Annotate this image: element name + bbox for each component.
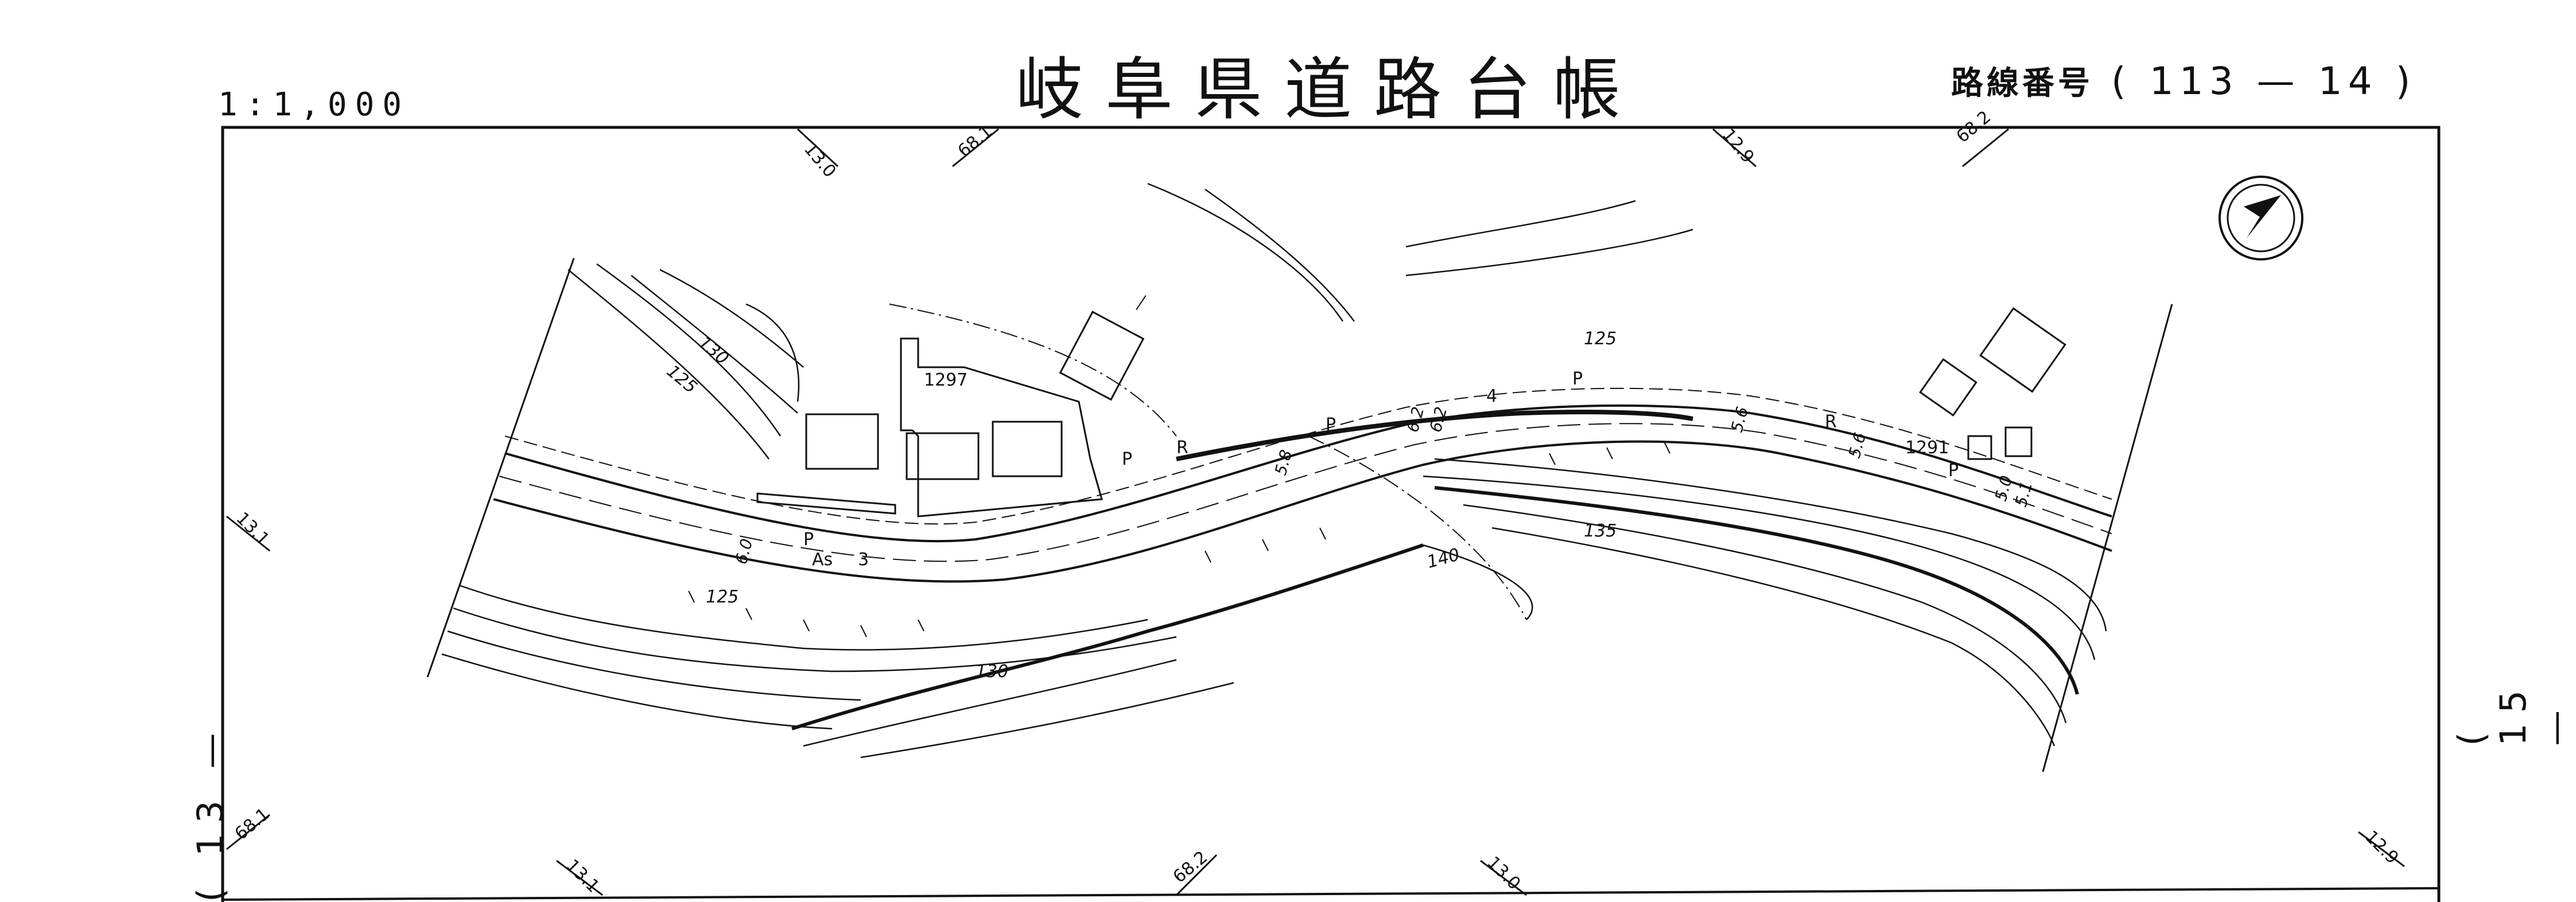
surface-type: As — [812, 550, 833, 570]
contour-label: 125 — [663, 361, 701, 398]
road-width: 6.2 — [1426, 405, 1451, 434]
contour-major — [1434, 486, 2079, 695]
north-arrow-icon — [2218, 176, 2303, 261]
lane-count: 4 — [1486, 386, 1497, 406]
grid-labels: 13.0 68.1 12.9 68.2 13.1 68.1 13.1 68.2 … — [231, 107, 2403, 897]
parcel-number: 1297 — [924, 370, 968, 390]
contour-label: 140 — [1425, 545, 1462, 573]
contour-labels: 130 125 135 140 125 130 125 — [663, 329, 1617, 682]
map-label: P — [1948, 461, 1959, 481]
map-label: R — [1176, 438, 1188, 458]
contour-label: 130 — [976, 662, 1008, 682]
road-width: 6.0 — [732, 536, 756, 566]
route-number-value: 113 — 14 — [2149, 59, 2378, 103]
building — [1979, 307, 2066, 393]
contour-label: 125 — [706, 587, 739, 607]
road-width: 6.2 — [1403, 405, 1428, 434]
building — [1967, 435, 1992, 460]
contour-label: 130 — [694, 332, 732, 369]
contour-label: 125 — [1584, 329, 1617, 349]
land-parcel — [900, 337, 1103, 518]
road-shoulder — [504, 387, 2112, 525]
adjacent-sheet-right: ( 15 — — [2450, 680, 2576, 746]
contour-lines — [441, 182, 2107, 759]
grid-label: 68.2 — [1953, 107, 1995, 147]
map-label: R — [1825, 412, 1837, 432]
building — [805, 413, 879, 470]
map-scale: 1:1,000 — [218, 86, 410, 123]
building — [906, 432, 980, 480]
road-center — [499, 423, 2112, 562]
survey-boundary — [426, 258, 2173, 772]
slope-hatching — [688, 441, 1670, 637]
road-map: 13.0 68.1 12.9 68.2 13.1 68.1 13.1 68.2 … — [221, 107, 2441, 902]
grid-label: 13.0 — [1483, 853, 1524, 894]
map-frame — [221, 126, 2441, 902]
route-number: 路線番号 ( 113 — 14 ) — [1951, 57, 2416, 104]
building — [2004, 426, 2033, 457]
guardrail — [1176, 410, 1693, 461]
map-label: P — [803, 530, 814, 550]
parcel-number: 1291 — [1905, 438, 1949, 458]
road-width: 5.8 — [1271, 448, 1296, 477]
buildings — [756, 307, 2066, 518]
map-label: P — [1326, 415, 1336, 435]
grid-ticks — [226, 128, 2405, 896]
route-number-label: 路線番号 — [1951, 65, 2093, 102]
route-open-paren: ( — [2111, 59, 2132, 103]
grid-label: 12.9 — [2361, 827, 2402, 868]
road — [493, 387, 2112, 583]
grid-label: 12.9 — [1718, 125, 1758, 168]
map-title: 岐阜県道路台帳 — [1016, 50, 1643, 129]
contour-label: 135 — [1584, 521, 1617, 541]
grid-label: 68.1 — [231, 804, 274, 844]
boundary-lines — [889, 292, 1527, 620]
map-label: P — [1122, 449, 1132, 469]
grid-label: 13.1 — [232, 508, 273, 550]
lane-count: 3 — [858, 550, 869, 570]
map-text: 1297 1291 P R P P R P P 4 3 As — [803, 369, 1959, 570]
building — [1059, 310, 1145, 401]
contour-major — [791, 543, 1424, 730]
road-edge-lower — [493, 440, 2112, 583]
route-close-paren: ) — [2395, 59, 2416, 103]
land-parcel — [756, 492, 896, 515]
building — [1919, 358, 1977, 417]
frame-bottom-edge — [222, 887, 2439, 901]
map-label: P — [1572, 369, 1583, 389]
road-edge-upper — [504, 404, 2112, 543]
road-width: 5.6 — [1727, 405, 1752, 434]
building — [992, 421, 1063, 477]
grid-label: 13.0 — [800, 139, 840, 182]
